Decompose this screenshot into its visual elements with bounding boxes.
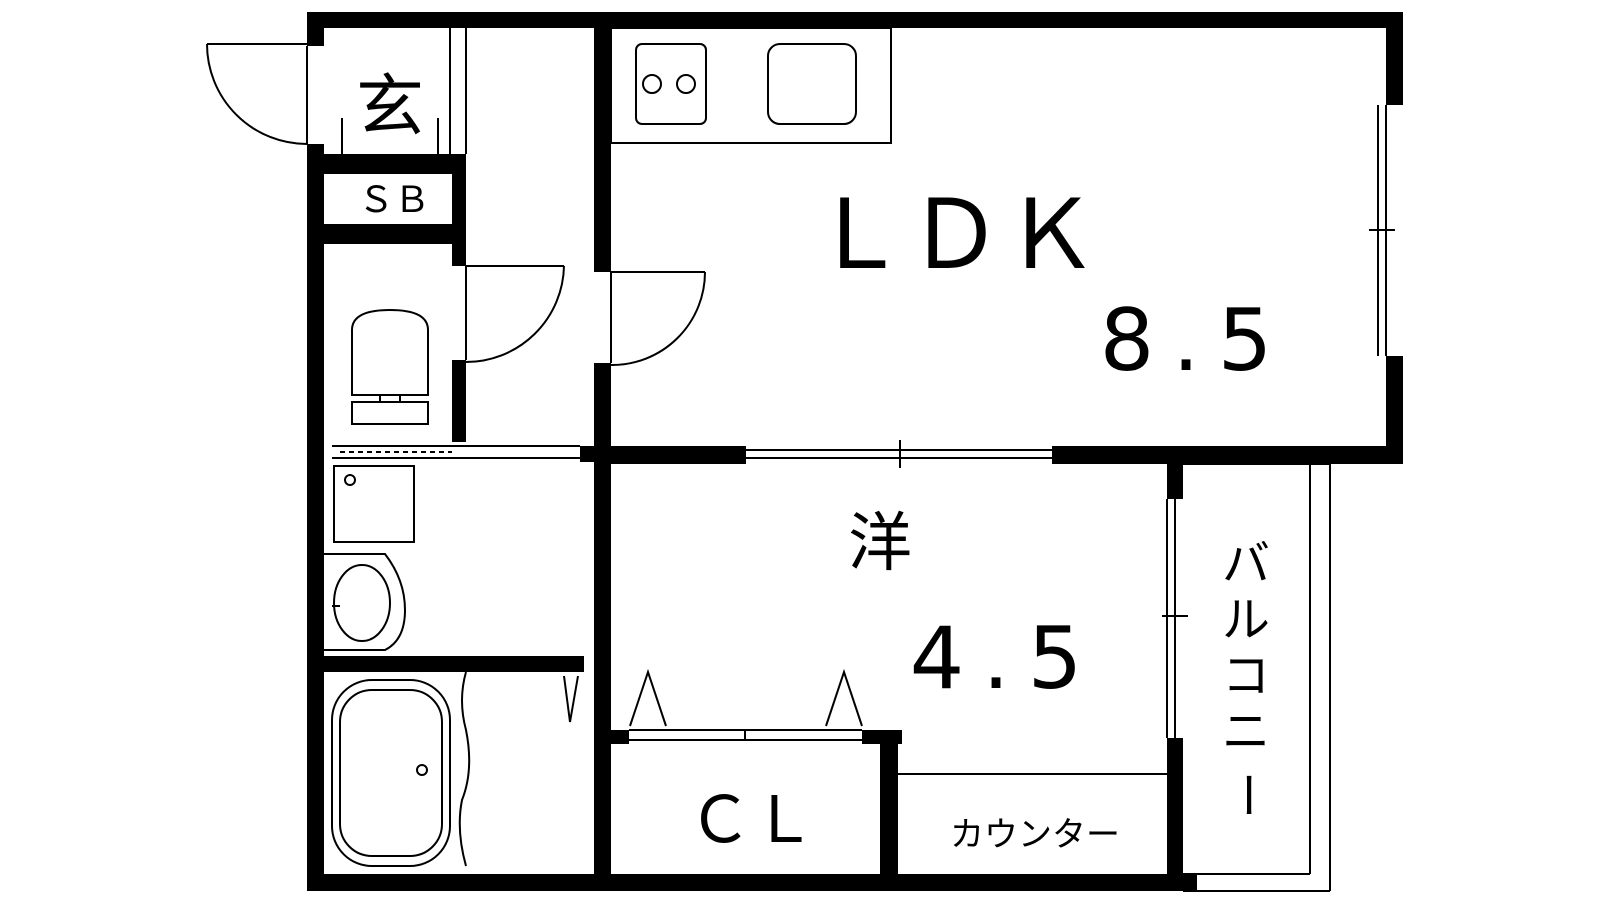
thin-lines <box>206 27 1395 892</box>
balcony-label: バ ル コ ニ ー <box>1219 536 1275 819</box>
label-closet: ＣＬ <box>688 784 816 858</box>
balcony-char: コ <box>1222 648 1270 704</box>
label-ldk-size: 8.5 <box>1100 291 1291 391</box>
label-counter: カウンター <box>950 815 1120 855</box>
label-genkan: 玄 <box>356 68 424 147</box>
balcony-char: ニ <box>1222 704 1270 760</box>
label-western-size: 4.5 <box>910 609 1101 709</box>
balcony-char: バ <box>1222 536 1270 592</box>
label-western: 洋 <box>848 507 912 581</box>
room-labels: 玄 ＳＢ ＬＤＫ 8.5 洋 4.5 ＣＬ カウンター <box>356 68 1291 858</box>
walls <box>307 12 1403 891</box>
label-shoebox: ＳＢ <box>358 180 430 221</box>
balcony-char: ル <box>1222 592 1270 648</box>
balcony-char: ー <box>1219 771 1275 819</box>
label-ldk: ＬＤＫ <box>811 179 1099 291</box>
